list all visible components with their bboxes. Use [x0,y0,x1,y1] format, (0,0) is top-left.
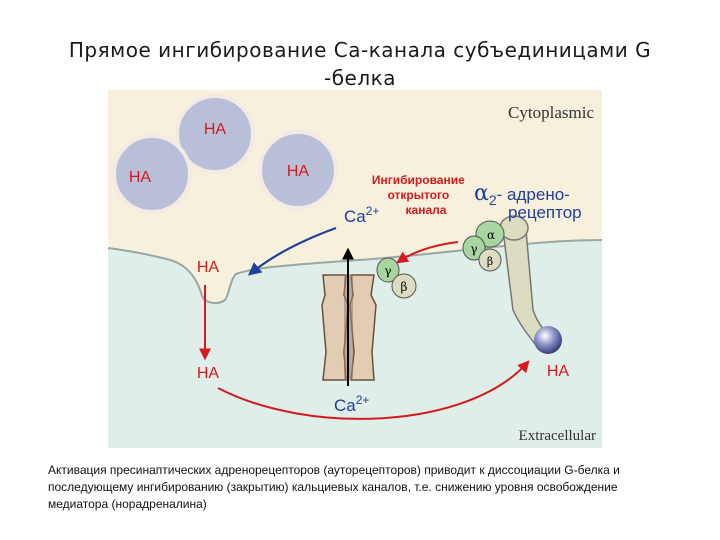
vesicle-2 [112,134,192,214]
receptor-sub: 2 [489,192,497,208]
ca-top-label: Ca2+ [344,204,379,226]
gamma-label: γ [470,242,477,256]
receptor-text1: - адрено- [497,185,570,204]
extracellular-label: Extracellular [519,428,596,444]
receptor-na-label: НА [547,363,570,380]
fusion-na-label: НА [197,259,220,276]
vesicle-1-label: НА [204,121,227,138]
slide-title-line1: Прямое ингибирование Са-канала субъедини… [68,38,652,62]
beta-label-channel: β [401,280,408,294]
na-bound-ligand [534,326,562,354]
na-to-receptor-arrow [217,360,530,420]
plasma-membrane [108,239,602,305]
inhibition-label: Ингибирование открытого канала [372,173,468,217]
ca-bottom-label: Ca2+ [334,393,369,415]
gamma-subunit [462,235,486,261]
inhibition-line1: Ингибирование [372,173,465,187]
receptor-alpha: α [474,181,489,206]
ca-top-text: Ca [344,207,366,226]
slide-title-line2: -белка [324,66,396,90]
gamma-subunit-channel [376,257,400,283]
caption: Активация пресинаптических адренорецепто… [48,463,620,511]
vesicle-3-label: НА [287,163,310,180]
vesicle-1 [175,94,255,174]
cytoplasmic-label: Cytoplasmic [508,103,594,122]
vesicle-2-label: НА [129,169,152,186]
inhibition-line3: канала [406,203,447,217]
slide-title: Прямое ингибирование Са-канала субъедини… [40,36,680,92]
beta-subunit [478,248,502,272]
ca-bottom-text: Ca [334,396,356,415]
vesicle-3 [258,130,338,210]
receptor-label-line1: α2- адрено- [474,181,570,208]
inhibition-line2: открытого [387,188,449,202]
ca-signal-arrow [247,226,337,276]
synapse-diagram: НА НА НА Cytoplasmic Extracellular НА НА… [108,90,602,448]
inhibition-arrow [396,241,459,264]
alpha-label: α [487,228,495,242]
ca-bottom-sup: 2+ [356,393,370,407]
beta-label: β [487,255,493,268]
released-na-label: НА [197,365,220,382]
receptor-label-line2: рецептор [508,203,582,222]
ca-top-sup: 2+ [366,204,380,218]
gamma-label-channel: γ [384,264,391,278]
beta-subunit-channel [391,273,417,299]
